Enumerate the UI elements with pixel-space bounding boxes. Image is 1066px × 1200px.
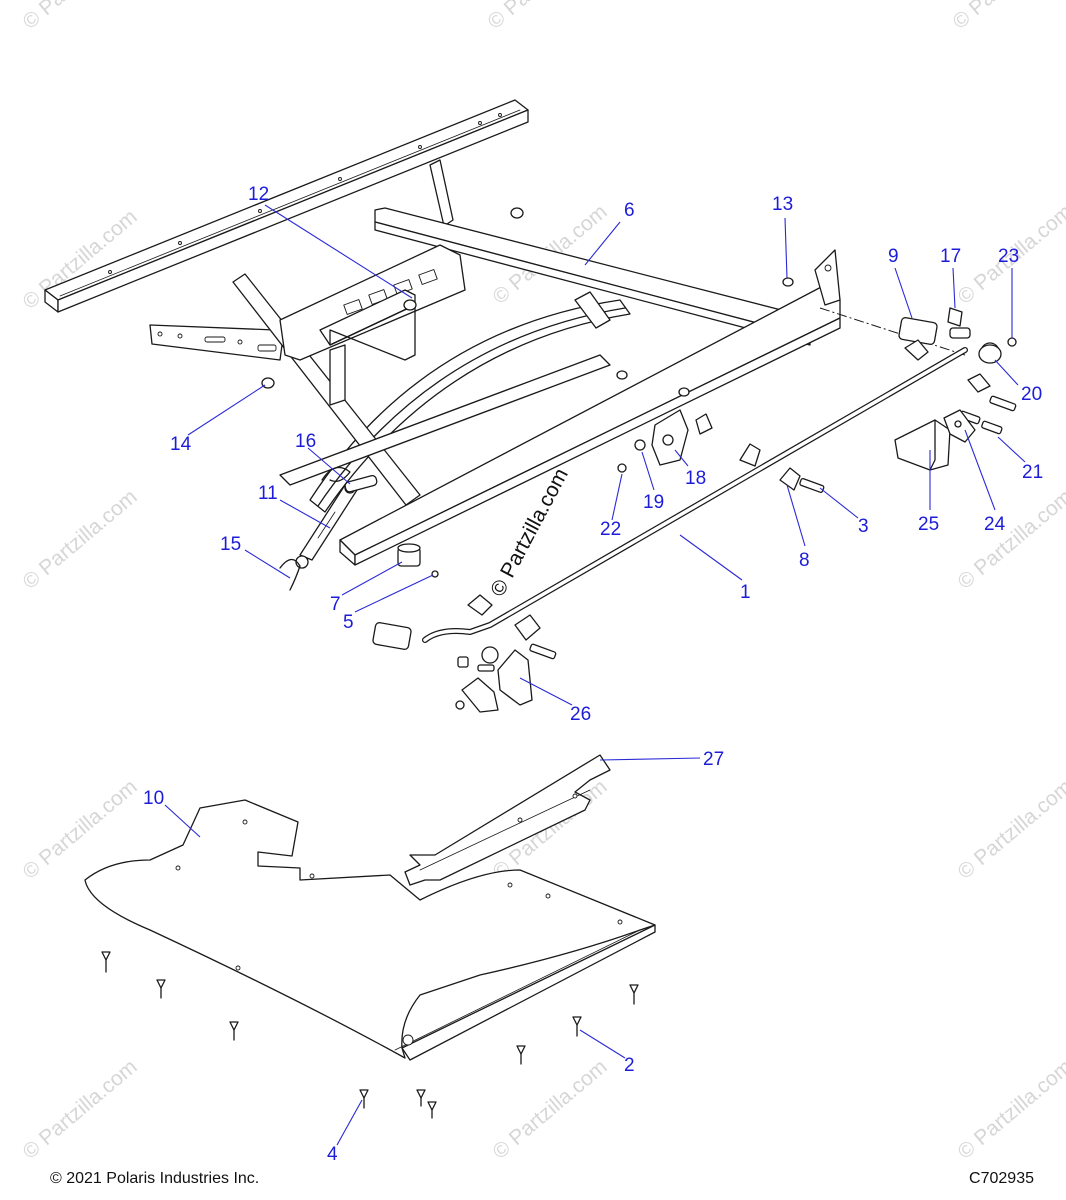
callout-15[interactable]: 15 — [220, 534, 241, 555]
callout-17[interactable]: 17 — [940, 246, 961, 267]
leader-lines — [164, 204, 1026, 1146]
rear-frame-assembly — [44, 99, 841, 566]
callout-21[interactable]: 21 — [1022, 462, 1043, 483]
callout-19[interactable]: 19 — [643, 492, 664, 513]
callout-3[interactable]: 3 — [858, 516, 869, 537]
callout-labels: 1 2 3 4 5 6 7 8 9 10 11 12 13 14 15 16 1… — [143, 184, 1043, 1165]
right-latch-brackets — [894, 409, 976, 471]
callout-18[interactable]: 18 — [685, 468, 706, 489]
callout-5[interactable]: 5 — [343, 612, 354, 633]
watermark-tile: © Partzilla.com — [483, 0, 606, 34]
callout-1[interactable]: 1 — [740, 582, 751, 603]
callout-8[interactable]: 8 — [799, 550, 810, 571]
left-latch-brackets — [455, 649, 533, 713]
callout-23[interactable]: 23 — [998, 246, 1019, 267]
copyright-notice: © 2021 Polaris Industries Inc. — [50, 1170, 260, 1187]
rubber-bumper — [397, 543, 439, 578]
skid-plate — [84, 799, 656, 1061]
callout-22[interactable]: 22 — [600, 519, 621, 540]
callout-7[interactable]: 7 — [330, 594, 341, 615]
push-rivets — [101, 951, 639, 1119]
watermark-tile: © Partzilla.com — [488, 1055, 611, 1164]
callout-26[interactable]: 26 — [570, 704, 591, 725]
watermark-tile: © Partzilla.com — [953, 1055, 1066, 1164]
callout-25[interactable]: 25 — [918, 514, 939, 535]
callout-4[interactable]: 4 — [327, 1144, 338, 1165]
callout-27[interactable]: 27 — [703, 749, 724, 770]
alignment-line — [819, 307, 966, 356]
callout-20[interactable]: 20 — [1021, 384, 1042, 405]
callout-9[interactable]: 9 — [888, 246, 899, 267]
callout-10[interactable]: 10 — [143, 788, 164, 809]
callout-11[interactable]: 11 — [258, 483, 278, 504]
callout-13[interactable]: 13 — [772, 194, 793, 215]
watermark-tile: © Partzilla.com — [18, 1055, 141, 1164]
watermark-tile: © Partzilla.com — [953, 775, 1066, 884]
watermark-tile: © Partzilla.com — [18, 0, 141, 34]
watermark-tile: © Partzilla.com — [953, 485, 1066, 594]
callout-24[interactable]: 24 — [984, 514, 1006, 535]
callout-16[interactable]: 16 — [295, 431, 316, 452]
tilt-strut — [279, 466, 378, 591]
callout-12[interactable]: 12 — [248, 184, 269, 205]
watermark-tile: © Partzilla.com — [18, 485, 141, 594]
latch-bracket — [617, 387, 713, 473]
watermark-tile: © Partzilla.com — [948, 0, 1066, 34]
callout-2[interactable]: 2 — [624, 1055, 635, 1076]
callout-14[interactable]: 14 — [170, 434, 192, 455]
callout-6[interactable]: 6 — [624, 200, 635, 221]
diagram-code: C702935 — [969, 1170, 1034, 1187]
support-bracket — [404, 754, 611, 886]
